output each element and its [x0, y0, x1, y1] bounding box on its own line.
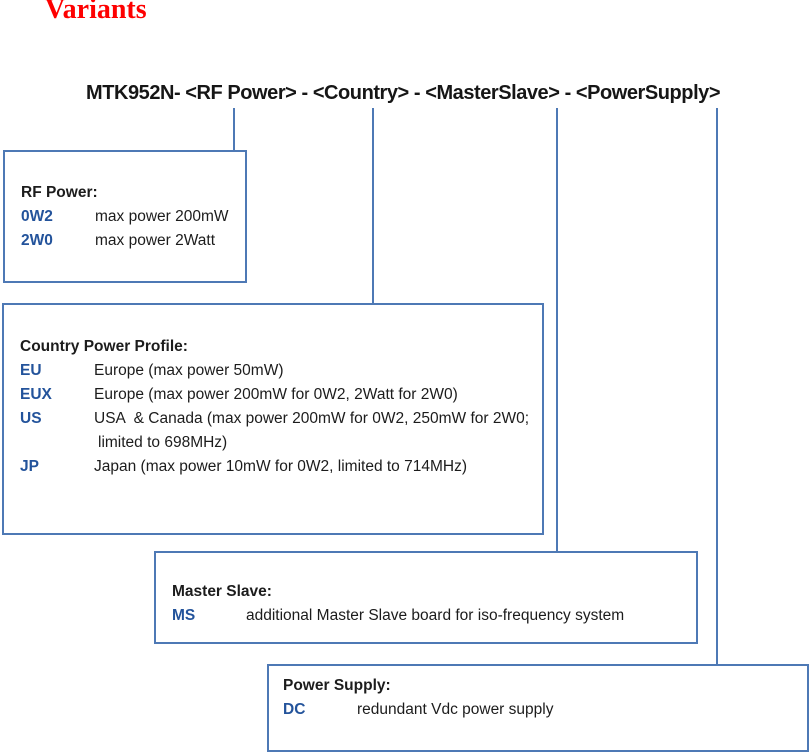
- variant-description: additional Master Slave board for iso-fr…: [246, 607, 625, 624]
- variant-description: max power 200mW: [95, 208, 229, 225]
- variant-entry: JP Japan (max power 10mW for 0W2, limite…: [20, 455, 534, 479]
- variant-code: EU: [20, 362, 42, 379]
- connector-line-power-supply: [716, 108, 718, 665]
- power-supply-box-title: Power Supply:: [283, 677, 391, 694]
- master-slave-box: Master Slave: MS additional Master Slave…: [154, 551, 698, 644]
- variant-description: Japan (max power 10mW for 0W2, limited t…: [94, 458, 467, 475]
- variant-code: JP: [20, 458, 39, 475]
- variant-entry: EUX Europe (max power 200mW for 0W2, 2Wa…: [20, 383, 534, 407]
- page-title: Variants: [45, 0, 147, 25]
- connector-line-rf-power: [233, 108, 235, 151]
- variant-code: DC: [283, 701, 306, 718]
- variant-entry: DC redundant Vdc power supply: [283, 698, 799, 722]
- master-slave-box-title: Master Slave:: [172, 583, 272, 600]
- variant-description: max power 2Watt: [95, 232, 216, 249]
- variant-code: US: [20, 410, 42, 427]
- variant-entry: US USA & Canada (max power 200mW for 0W2…: [20, 407, 534, 431]
- rf-power-box: RF Power: 0W2 max power 200mW 2W0 max po…: [3, 150, 247, 283]
- variant-code: EUX: [20, 386, 52, 403]
- variant-description-line2: limited to 698MHz): [98, 434, 228, 451]
- power-supply-box: Power Supply: DC redundant Vdc power sup…: [267, 664, 809, 752]
- variant-entry: EU Europe (max power 50mW): [20, 359, 534, 383]
- variant-description: USA & Canada (max power 200mW for 0W2, 2…: [94, 410, 530, 427]
- variant-entry: MS additional Master Slave board for iso…: [172, 604, 688, 628]
- variant-code: 0W2: [21, 208, 53, 225]
- variant-entry: 0W2 max power 200mW: [21, 205, 237, 229]
- variant-description: Europe (max power 50mW): [94, 362, 284, 379]
- variant-code-spacer: [20, 431, 94, 455]
- variant-entry: 2W0 max power 2Watt: [21, 229, 237, 253]
- variant-description: Europe (max power 200mW for 0W2, 2Watt f…: [94, 386, 458, 403]
- variant-description: redundant Vdc power supply: [357, 701, 554, 718]
- country-box-title: Country Power Profile:: [20, 338, 188, 355]
- variant-entry-continuation: limited to 698MHz): [20, 431, 534, 455]
- variant-code: MS: [172, 607, 196, 624]
- variant-code: 2W0: [21, 232, 53, 249]
- connector-line-master-slave: [556, 108, 558, 552]
- rf-power-box-title: RF Power:: [21, 184, 98, 201]
- product-code-line: MTK952N- <RF Power> - <Country> - <Maste…: [86, 82, 721, 104]
- connector-line-country: [372, 108, 374, 304]
- country-power-profile-box: Country Power Profile: EU Europe (max po…: [2, 303, 544, 535]
